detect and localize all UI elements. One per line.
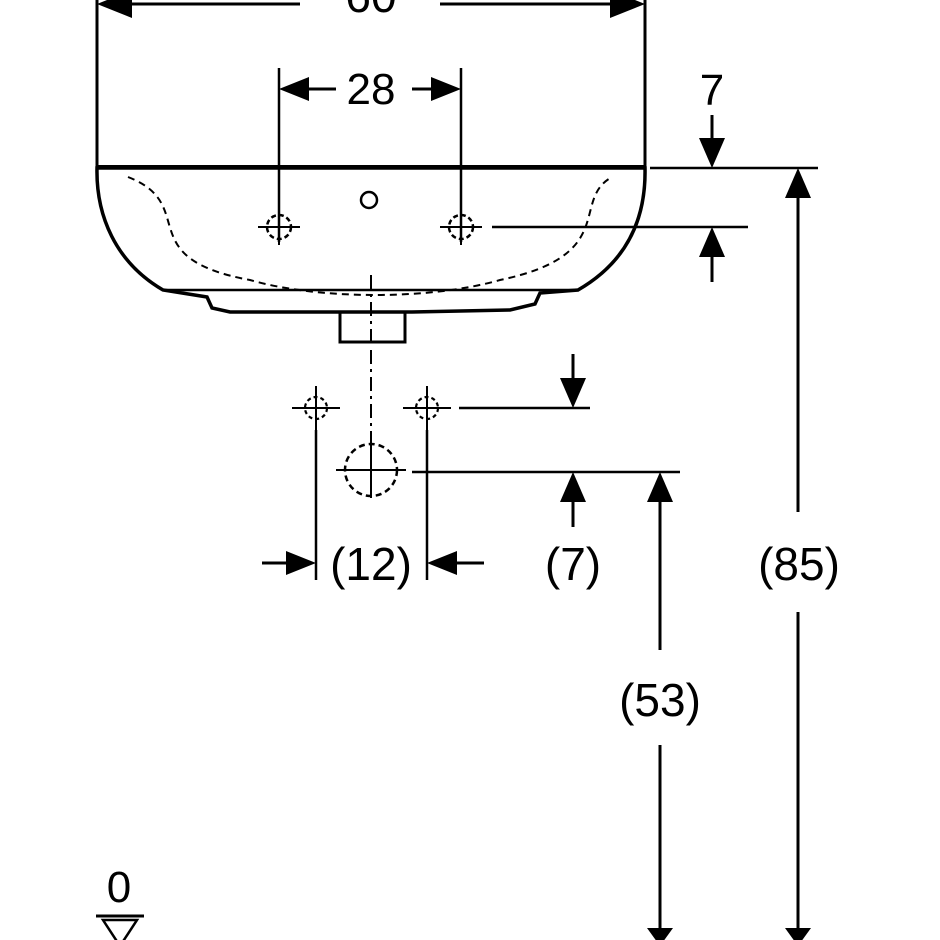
supply-arrow-right bbox=[427, 551, 457, 575]
supply-point-right bbox=[403, 386, 451, 430]
waste-connection-point bbox=[336, 442, 406, 498]
overall-width-dimension: 60 bbox=[95, 0, 647, 168]
width-arrow-left bbox=[97, 0, 132, 18]
tap-arrow-right bbox=[431, 77, 461, 101]
waste-height-dimension: (53) bbox=[619, 472, 701, 940]
supply-connections bbox=[292, 350, 451, 580]
tap-hole-spacing-label: 28 bbox=[347, 65, 396, 114]
rim-to-tap-hole-label: 7 bbox=[700, 66, 724, 115]
rim-to-tap-hole-dimension: 7 bbox=[492, 66, 818, 282]
washbasin bbox=[95, 165, 647, 345]
rim-height-arrow-down bbox=[785, 928, 811, 940]
waste-height-arrow-down bbox=[647, 928, 673, 940]
tap-arrow-left bbox=[279, 77, 309, 101]
rim-height-arrow-up bbox=[785, 168, 811, 198]
floor-level-marker: 0 bbox=[96, 863, 144, 940]
rim-tap-arrow-down bbox=[699, 138, 725, 168]
supply-to-waste-dimension: (7) bbox=[412, 354, 680, 590]
overflow-hole bbox=[359, 190, 379, 210]
floor-level-label: 0 bbox=[107, 863, 131, 912]
supply-spacing-label: (12) bbox=[330, 538, 412, 590]
rim-height-label: (85) bbox=[758, 538, 840, 590]
waste-outlet bbox=[338, 312, 407, 344]
waste-height-label: (53) bbox=[619, 674, 701, 726]
width-arrow-right bbox=[610, 0, 645, 18]
waste-height-arrow-up bbox=[647, 472, 673, 502]
tap-hole-right bbox=[440, 208, 482, 245]
supply-waste-arrow-up bbox=[560, 472, 586, 502]
supply-spacing-dimension: (12) bbox=[262, 538, 484, 590]
bowl-hidden-outline bbox=[127, 176, 613, 296]
supply-to-waste-label: (7) bbox=[545, 538, 601, 590]
rim-tap-arrow-up bbox=[699, 227, 725, 257]
supply-arrow-left bbox=[286, 551, 316, 575]
overall-width-label: 60 bbox=[345, 0, 396, 22]
tap-hole-left bbox=[258, 208, 300, 245]
floor-level-triangle bbox=[100, 918, 140, 940]
tap-hole-spacing-dimension: 28 bbox=[277, 65, 463, 242]
supply-waste-arrow-down bbox=[560, 378, 586, 408]
supply-point-left bbox=[292, 386, 340, 430]
basin-outline bbox=[95, 166, 647, 314]
rim-height-dimension: (85) bbox=[758, 168, 840, 940]
